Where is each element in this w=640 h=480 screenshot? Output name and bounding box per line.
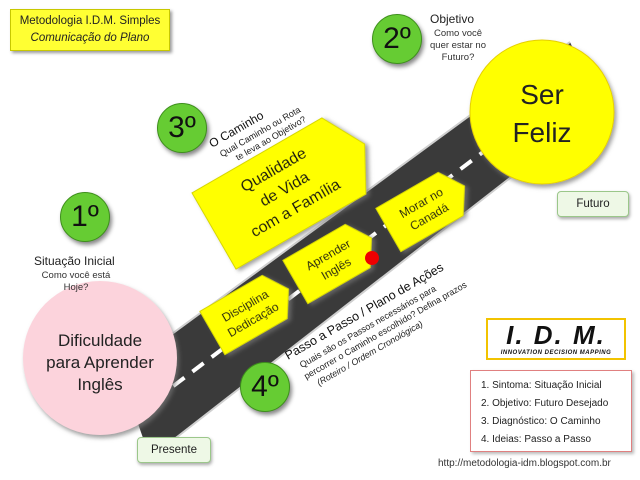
start-circle-line2: para Aprender xyxy=(46,353,154,372)
start-circle-text: Dificuldade para Aprender Inglês xyxy=(23,330,177,396)
title-box: Metodologia I.D.M. Simples Comunicação d… xyxy=(10,9,170,51)
title-text: Metodologia I.D.M. Simples xyxy=(19,15,161,27)
step2-question-line1: Como você xyxy=(433,28,483,39)
step1-number: 1º xyxy=(71,200,99,233)
goal-circle-line2: Feliz xyxy=(512,117,572,148)
goal-circle-text: Ser Feliz xyxy=(472,76,612,152)
action-sign-1 xyxy=(199,274,290,356)
start-circle xyxy=(23,281,177,435)
legend-item-1: 1. Sintoma: Situação Inicial xyxy=(481,380,602,391)
subtitle-text: Comunicação do Plano xyxy=(30,32,150,44)
step2-circle: 2º xyxy=(372,14,422,64)
step1-title: Situação Inicial xyxy=(34,254,115,268)
goal-circle xyxy=(469,39,615,185)
future-label: Futuro xyxy=(557,191,629,217)
idm-logo: I. D. M. INNOVATION DECISION MAPPING xyxy=(486,318,626,360)
logo-text: I. D. M. xyxy=(506,320,606,350)
step3-circle: 3º xyxy=(157,103,207,153)
step4-number: 4º xyxy=(251,370,279,403)
start-circle-line1: Dificuldade xyxy=(57,331,143,350)
legend-item-3: 3. Diagnóstico: O Caminho xyxy=(481,416,601,427)
start-circle-line3: Inglês xyxy=(77,375,123,394)
legend-box: 1. Sintoma: Situação Inicial 2. Objetivo… xyxy=(470,370,632,452)
step2-number: 2º xyxy=(383,22,411,55)
step1-question-line2: Hoje? xyxy=(63,282,89,293)
step1-question-line1: Como você está xyxy=(41,270,111,281)
logo-subtitle: INNOVATION DECISION MAPPING xyxy=(500,350,612,356)
step1-question: Como você está Hoje? xyxy=(34,270,118,294)
step2-question-line2: quer estar no xyxy=(430,40,486,51)
step3-number: 3º xyxy=(168,111,196,144)
step2-title: Objetivo xyxy=(430,12,475,26)
step2-question-line3: Futuro? xyxy=(441,52,475,63)
step2-question: Como você quer estar no Futuro? xyxy=(418,28,498,64)
step1-circle: 1º xyxy=(60,192,110,242)
step4-circle: 4º xyxy=(240,362,290,412)
legend-item-2: 2. Objetivo: Futuro Desejado xyxy=(481,398,609,409)
path-sign xyxy=(191,117,367,270)
current-position-marker xyxy=(365,251,379,265)
legend-item-4: 4. Ideias: Passo a Passo xyxy=(481,434,592,445)
blog-url: http://metodologia-idm.blogspot.com.br xyxy=(438,458,611,469)
goal-circle-line1: Ser xyxy=(520,79,564,110)
present-label: Presente xyxy=(137,437,211,463)
action-sign-3 xyxy=(375,171,466,253)
